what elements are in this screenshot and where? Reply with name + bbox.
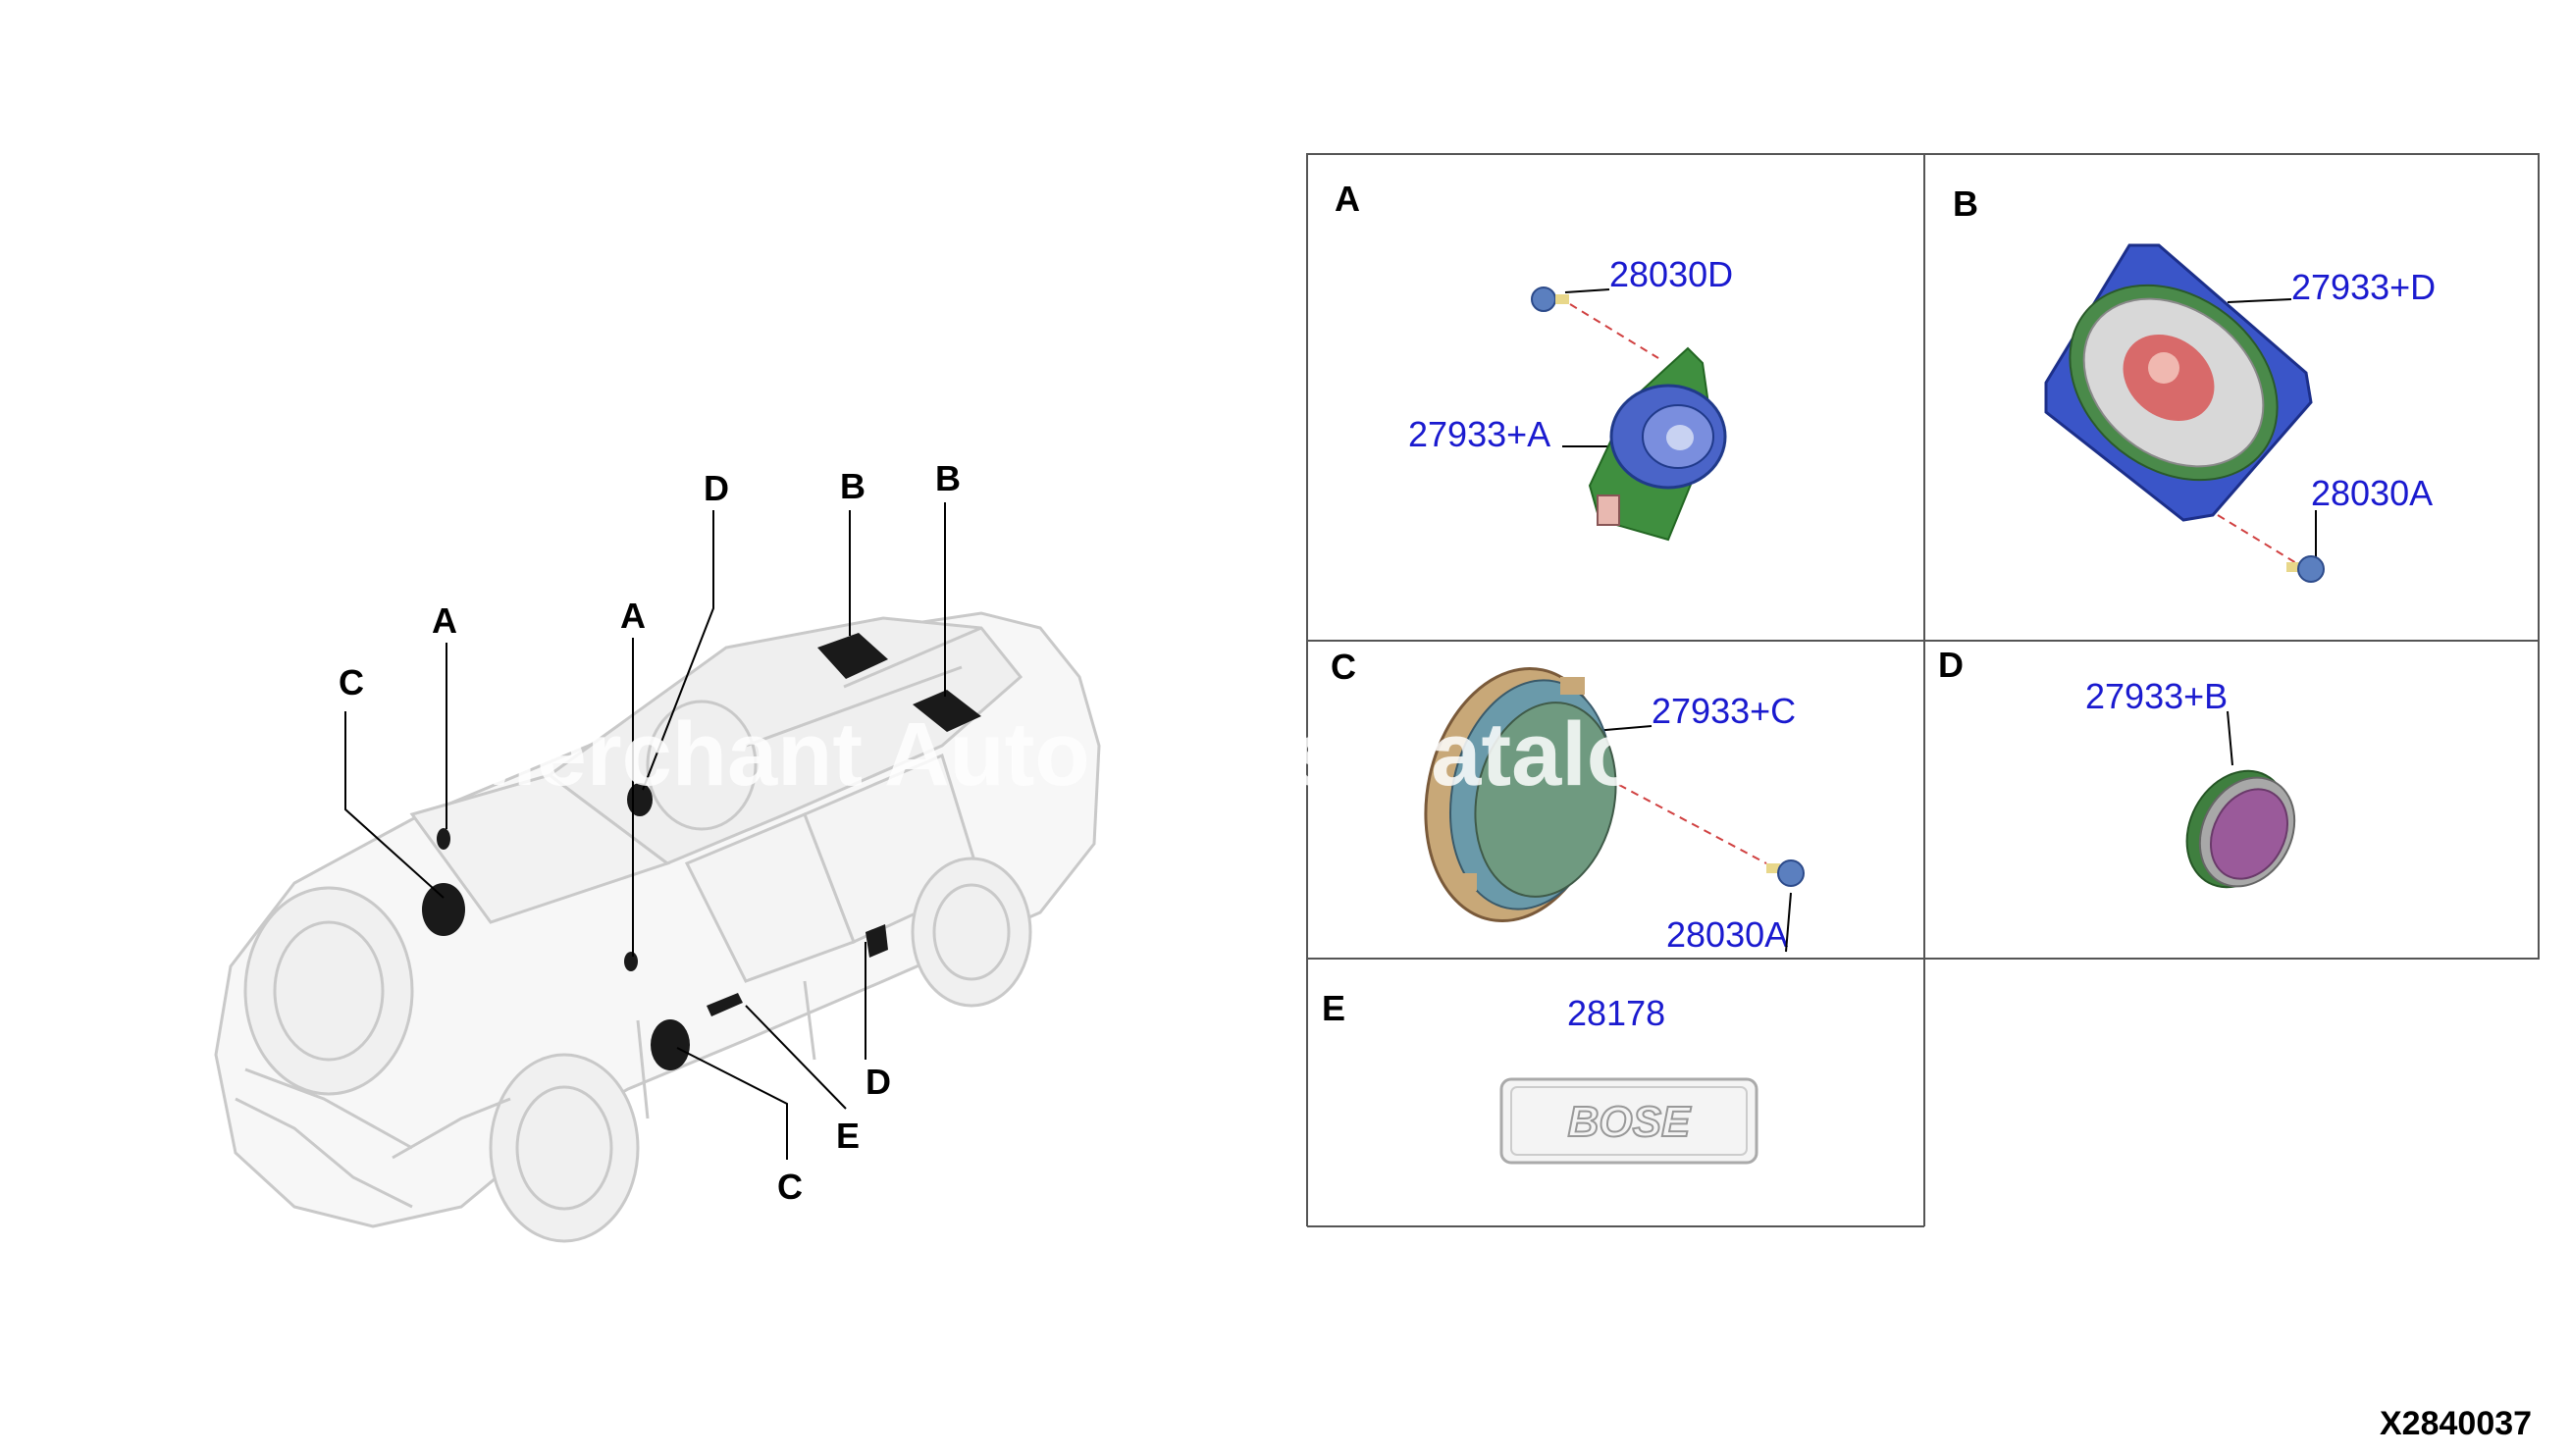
speaker-marker-b-1 <box>817 633 888 679</box>
callout-c-low: C <box>777 1167 803 1207</box>
callout-c-left: C <box>339 662 364 702</box>
door-speaker-icon <box>1424 666 1617 923</box>
panel-c-letter: C <box>1331 647 1356 687</box>
tweeter-screw-icon <box>1531 286 1569 312</box>
panel-c: C 27933+C 28030A <box>1331 647 1805 955</box>
panel-d: D 27933+B <box>1938 645 2296 889</box>
screw-icon-c <box>1766 859 1805 887</box>
panel-b-letter: B <box>1953 183 1978 224</box>
callout-e: E <box>836 1116 860 1156</box>
parts-grid <box>1306 153 2540 1227</box>
tweeter-speaker-icon <box>1588 346 1727 542</box>
panel-e-part-28178[interactable]: 28178 <box>1567 993 1665 1033</box>
callout-d-low: D <box>866 1062 891 1102</box>
oval-speaker-icon <box>2044 243 2313 522</box>
panel-c-part-27933c[interactable]: 27933+C <box>1652 691 1796 731</box>
panel-d-letter: D <box>1938 645 1964 685</box>
car-speaker-markers <box>422 633 981 1070</box>
callout-a-mid: A <box>620 596 646 636</box>
panel-a-part-28030d[interactable]: 28030D <box>1609 254 1733 294</box>
panel-e-letter: E <box>1322 988 1345 1028</box>
panel-b: B 27933+D 28030A <box>1953 183 2436 583</box>
screw-icon-b <box>2286 555 2325 583</box>
speaker-marker-c-front <box>422 883 465 936</box>
panel-b-part-27933d[interactable]: 27933+D <box>2291 267 2436 307</box>
panel-a-part-27933a[interactable]: 27933+A <box>1408 414 1550 454</box>
speaker-marker-a-left <box>437 828 450 850</box>
panel-a: A 28030D 27933+A <box>1335 179 1733 542</box>
callout-b-1: B <box>840 466 866 506</box>
speaker-marker-a-mid <box>624 952 638 971</box>
speaker-marker-d-door <box>866 924 888 958</box>
bose-badge-icon: BOSE <box>1499 1077 1758 1165</box>
panel-e: E 28178 BOSE <box>1322 988 1758 1165</box>
callout-b-2: B <box>935 458 961 498</box>
bose-logo-text: BOSE <box>1568 1098 1692 1146</box>
callout-a-left: A <box>432 600 457 641</box>
panel-c-part-28030a[interactable]: 28030A <box>1666 914 1788 955</box>
callout-d-top: D <box>704 468 729 508</box>
speaker-marker-c-door <box>651 1019 690 1070</box>
panel-a-letter: A <box>1335 179 1360 219</box>
diagram-code: X2840037 <box>2380 1405 2532 1442</box>
speaker-marker-b-2 <box>913 690 981 732</box>
car-illustration <box>214 611 1101 1243</box>
small-speaker-icon <box>2185 769 2296 889</box>
speaker-marker-e <box>707 993 743 1016</box>
callout-leaders <box>344 502 946 1160</box>
panel-d-part-27933b[interactable]: 27933+B <box>2085 676 2228 716</box>
watermark: Merchant Auto Parts Catalog <box>461 704 1697 805</box>
panel-b-part-28030a[interactable]: 28030A <box>2311 473 2433 513</box>
